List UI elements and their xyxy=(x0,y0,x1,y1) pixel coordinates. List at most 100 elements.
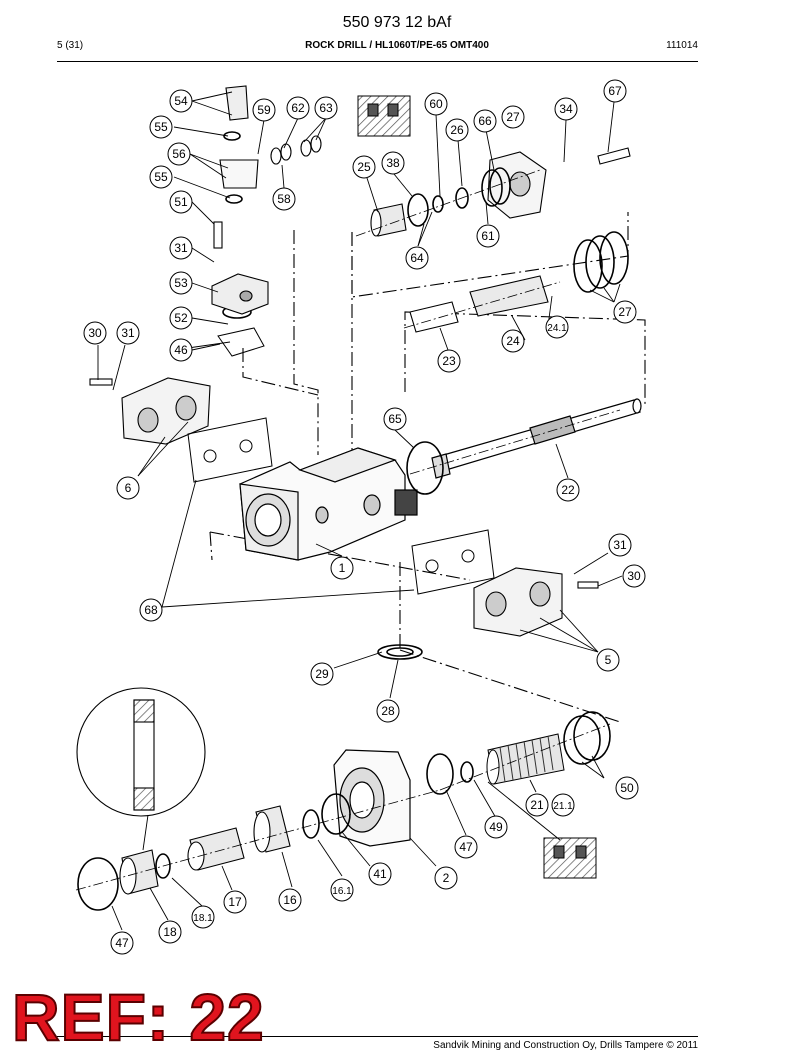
callout-label: 34 xyxy=(559,102,573,116)
leader-lines xyxy=(97,91,623,931)
callout-circle xyxy=(615,776,639,800)
callout-label: 21.1 xyxy=(553,801,573,812)
callout-label: 58 xyxy=(277,192,291,206)
callout-label: 62 xyxy=(291,101,305,115)
document-subtitle: ROCK DRILL / HL1060T/PE-65 OMT400 xyxy=(305,40,489,51)
callout-circle xyxy=(613,300,637,324)
document-code: 111014 xyxy=(666,40,698,51)
seal-rings xyxy=(77,131,629,911)
callout-label: 65 xyxy=(388,412,402,426)
callout-label: 31 xyxy=(121,326,135,340)
seal-section-detail-top xyxy=(357,95,411,137)
callout-label: 60 xyxy=(429,97,443,111)
callout-circle xyxy=(158,920,182,944)
callout-circle xyxy=(352,155,376,179)
seal-section-detail-bottom xyxy=(543,837,597,879)
callout-circle xyxy=(596,648,620,672)
callout-label: 29 xyxy=(315,667,329,681)
callout-circle xyxy=(484,815,508,839)
callout-circle xyxy=(376,699,400,723)
callout-circle xyxy=(116,321,140,345)
callout-circle xyxy=(368,862,392,886)
callout-label: 59 xyxy=(257,103,271,117)
callout-label: 26 xyxy=(450,123,464,137)
callout-circle xyxy=(556,478,580,502)
callout-label: 27 xyxy=(618,305,632,319)
assembly-lines xyxy=(209,212,646,723)
callout-label: 24.1 xyxy=(547,323,567,334)
rear-housing xyxy=(333,749,411,847)
callout-circle xyxy=(445,118,469,142)
detail-view-circle xyxy=(76,687,206,817)
callout-circle xyxy=(169,271,193,295)
callout-circle xyxy=(330,878,354,902)
buffer-spring xyxy=(486,733,565,785)
callout-circle xyxy=(139,598,163,622)
callout-circle xyxy=(603,79,627,103)
callout-label: 24 xyxy=(506,334,520,348)
callout-label: 49 xyxy=(489,820,503,834)
callout-circle xyxy=(545,315,569,339)
callout-circle xyxy=(83,321,107,345)
callout-label: 5 xyxy=(605,653,612,667)
callout-circle xyxy=(501,329,525,353)
callout-label: 47 xyxy=(459,840,473,854)
callout-label: 41 xyxy=(373,867,387,881)
callout-circle xyxy=(278,888,302,912)
callout-label: 52 xyxy=(174,311,188,325)
callout-circle xyxy=(473,109,497,133)
callout-label: 2 xyxy=(443,871,450,885)
piston-rod xyxy=(431,398,642,479)
callout-label: 21 xyxy=(530,798,544,812)
callout-label: 23 xyxy=(442,354,456,368)
callout-circle xyxy=(169,236,193,260)
callout-circle xyxy=(383,407,407,431)
callout-label: 56 xyxy=(172,147,186,161)
callout-label: 25 xyxy=(357,160,371,174)
callout-label: 6 xyxy=(125,481,132,495)
callout-label: 46 xyxy=(174,343,188,357)
header-rule xyxy=(57,61,698,62)
main-housing xyxy=(239,447,418,561)
callout-circle xyxy=(167,142,191,166)
callout-label: 1 xyxy=(339,561,346,575)
callout-label: 61 xyxy=(481,229,495,243)
callout-label: 67 xyxy=(608,84,622,98)
callout-circle xyxy=(381,151,405,175)
callout-circle xyxy=(169,89,193,113)
callout-label: 38 xyxy=(386,156,400,170)
callout-circle xyxy=(622,564,646,588)
callout-label: 50 xyxy=(620,781,634,795)
callout-label: 30 xyxy=(88,326,102,340)
lower-sleeves xyxy=(119,805,291,895)
callout-label: 55 xyxy=(154,120,168,134)
callout-circle xyxy=(330,556,354,580)
callout-label: 28 xyxy=(381,704,395,718)
callout-circle xyxy=(551,793,575,817)
callout-label: 63 xyxy=(319,101,333,115)
callout-label: 64 xyxy=(410,251,424,265)
callout-circle xyxy=(501,105,525,129)
callout-circle xyxy=(554,97,578,121)
callout-circle xyxy=(149,165,173,189)
callout-circle xyxy=(169,338,193,362)
page-number: 5 (31) xyxy=(57,40,84,51)
callout-label: 31 xyxy=(174,241,188,255)
callout-circle xyxy=(191,905,215,929)
callout-circle xyxy=(608,533,632,557)
document-title: 550 973 12 bAf xyxy=(342,14,452,31)
callout-label: 51 xyxy=(174,195,188,209)
callout-circle xyxy=(476,224,500,248)
callout-label: 16.1 xyxy=(332,886,352,897)
callout-circle xyxy=(169,306,193,330)
callout-circle xyxy=(310,662,334,686)
footer-rule xyxy=(57,1036,698,1037)
callout-label: 17 xyxy=(228,895,242,909)
callout-circle xyxy=(223,890,247,914)
callout-circle xyxy=(110,931,134,955)
callout-circle xyxy=(286,96,310,120)
callout-label: 68 xyxy=(144,603,158,617)
callout-label: 18 xyxy=(163,925,177,939)
